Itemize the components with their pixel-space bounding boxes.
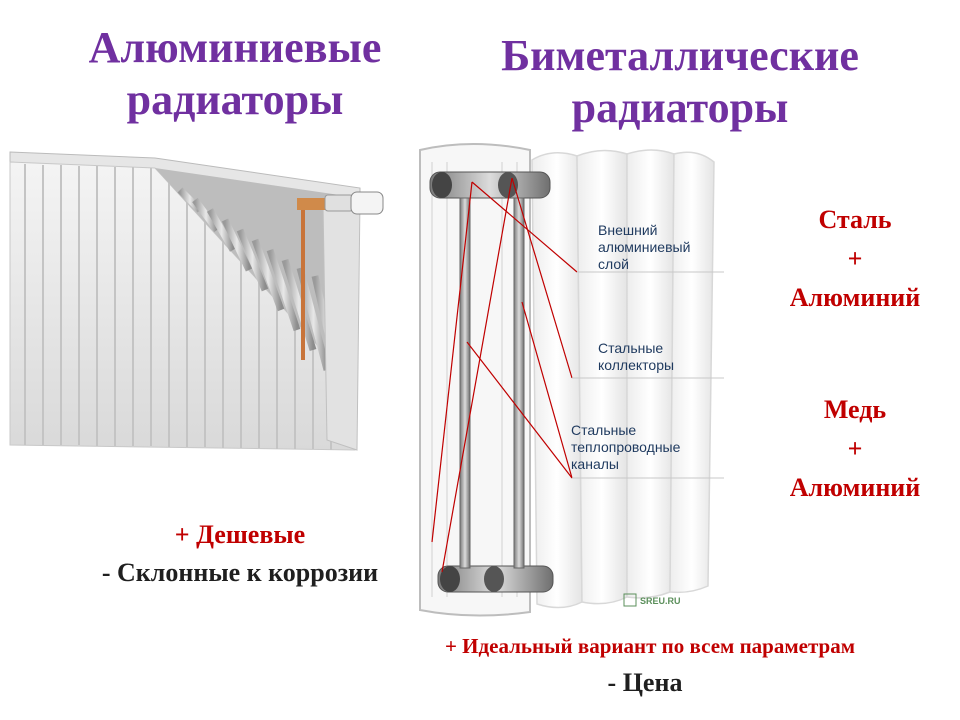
bimetal-radiator-image bbox=[412, 142, 732, 617]
callout-line: Стальные bbox=[598, 340, 664, 356]
callout-line: слой bbox=[598, 256, 629, 272]
callout-line: Внешний bbox=[598, 222, 658, 238]
variant-plus: + bbox=[847, 244, 863, 273]
aluminum-title: Алюминиевые радиаторы bbox=[40, 22, 430, 126]
bimetal-pros: + Идеальный вариант по всем параметрам bbox=[444, 634, 856, 658]
variant-bottom: Алюминий bbox=[789, 473, 921, 502]
variant-bottom: Алюминий bbox=[789, 283, 921, 312]
variant-plus: + bbox=[847, 434, 863, 463]
aluminum-cons: - Склонные к коррозии bbox=[101, 558, 379, 587]
callout-line: теплопроводные bbox=[571, 439, 681, 455]
bimetal-title-line-1: Биметаллические bbox=[501, 31, 859, 80]
variant-top: Сталь bbox=[818, 205, 892, 234]
callout-line: коллекторы bbox=[598, 357, 675, 373]
variant-steel-aluminum: Сталь + Алюминий bbox=[760, 200, 950, 317]
callout-steel-collectors: Стальные коллекторы bbox=[598, 340, 674, 374]
callout-outer-aluminum-layer: Внешний алюминиевый слой bbox=[598, 222, 690, 273]
aluminum-title-line-2: радиаторы bbox=[126, 75, 344, 124]
aluminum-pros: + Дешевые bbox=[174, 520, 306, 549]
aluminum-title-line-1: Алюминиевые bbox=[88, 23, 382, 72]
aluminum-radiator-image bbox=[9, 151, 384, 451]
watermark-text: SREU.RU bbox=[640, 596, 681, 606]
callout-line: алюминиевый bbox=[598, 239, 691, 255]
variant-top: Медь bbox=[823, 395, 887, 424]
variant-copper-aluminum: Медь + Алюминий bbox=[760, 390, 950, 507]
callout-steel-channels: Стальные теплопроводные каналы bbox=[571, 422, 680, 473]
bimetal-cons: - Цена bbox=[607, 668, 683, 697]
bimetal-title-line-2: радиаторы bbox=[571, 83, 789, 132]
bimetal-title: Биметаллические радиаторы bbox=[450, 30, 910, 134]
callout-line: Стальные bbox=[571, 422, 637, 438]
callout-line: каналы bbox=[571, 456, 619, 472]
